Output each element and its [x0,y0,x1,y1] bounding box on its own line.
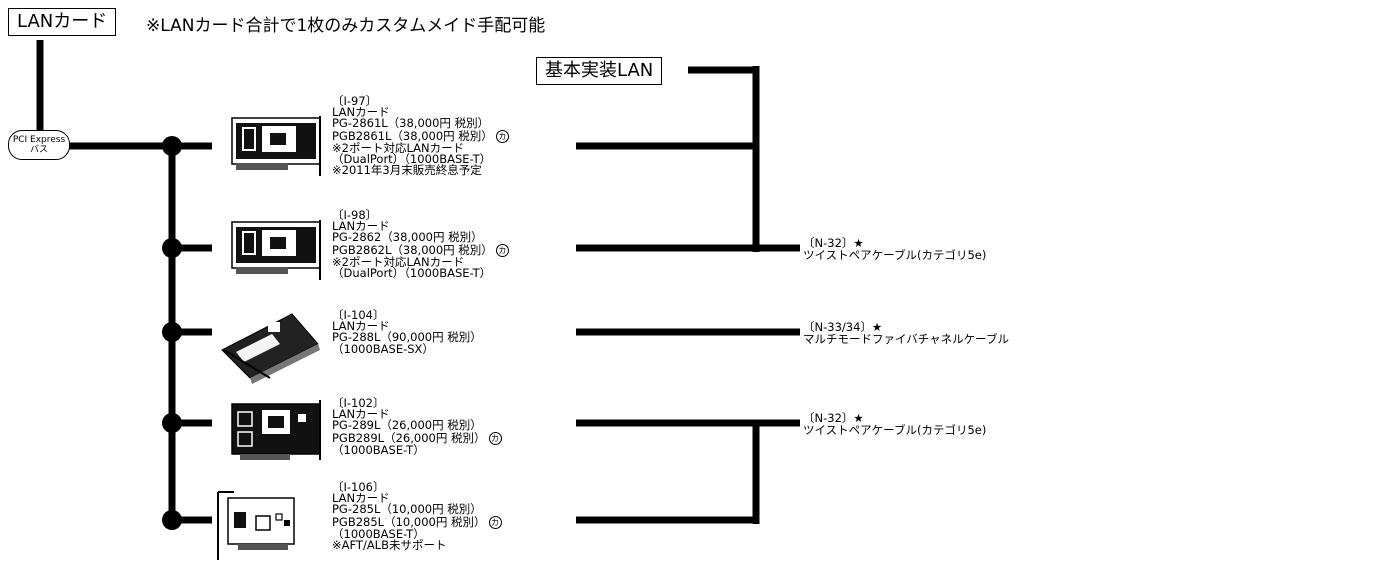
card-type: LANカード [332,407,390,422]
card-model: PG-2862（38,000円 税別） [332,230,483,245]
card-model: PGB285L（10,000円 税別） [332,514,486,529]
header-note: ※LANカード合計で1枚のみカスタムメイド手配可能 [146,16,546,36]
cable-name: マルチモードファイバチャネルケーブル [803,332,1009,346]
pci-express-bus: PCI Express バス [8,130,70,160]
cable-name: ツイストペアケーブル(カテゴリ5e) [803,423,987,437]
builtin-lan-label: 基本実装LAN [536,57,663,85]
card-text-i97: 〔I-97〕 LANカード PG-2861L（38,000円 税別） PGB28… [332,94,509,178]
card-model: PG-288L（90,000円 税別） [332,330,482,345]
card-model: PG-289L（26,000円 税別） [332,418,482,433]
card-image-i104 [221,313,320,384]
card-note: （DualPort）（1000BASE-T） [332,265,492,280]
card-note: ※AFT/ALB未サポート [332,537,447,552]
card-note: （DualPort）（1000BASE-T） [332,151,492,166]
custom-order-mark: カ [488,431,502,445]
cable-code: 〔N-33/34〕★ [803,320,883,334]
card-image-i97 [231,116,321,176]
card-code: 〔I-98〕 [332,208,378,222]
card-text-i104: 〔I-104〕 LANカード PG-288L（90,000円 税別） （1000… [332,308,482,356]
card-code: 〔I-106〕 [332,480,385,494]
cable-label-n32-top: 〔N-32〕★ ツイストペアケーブル(カテゴリ5e) [803,237,986,261]
card-model: PG-285L（10,000円 税別） [332,502,482,517]
lan-card-title: LANカード [8,8,117,36]
card-type: LANカード [332,491,390,506]
card-type: LANカード [332,219,390,234]
card-model: PG-2861L（38,000円 税別） [332,116,490,131]
card-note: （1000BASE-T） [332,442,425,457]
card-code: 〔I-102〕 [332,396,385,410]
card-model: PGB2861L（38,000円 税別） [332,128,493,143]
card-image-i98 [231,220,321,280]
card-text-i98: 〔I-98〕 LANカード PG-2862（38,000円 税別） PGB286… [332,208,509,280]
card-note: ※2ポート対応LANカード [332,254,465,269]
junction-dot [162,510,182,530]
custom-order-mark: カ [488,515,502,529]
card-code: 〔I-104〕 [332,308,385,322]
card-type: LANカード [332,105,390,120]
card-code: 〔I-97〕 [332,94,378,108]
junction-dot [162,136,182,156]
cable-name: ツイストペアケーブル(カテゴリ5e) [803,248,987,262]
card-note: （1000BASE-SX） [332,341,434,356]
card-text-i106: 〔I-106〕 LANカード PG-285L（10,000円 税別） PGB28… [332,480,502,552]
junction-dot [162,322,182,342]
cable-label-n33-34: 〔N-33/34〕★ マルチモードファイバチャネルケーブル [803,321,1009,345]
card-note: ※2ポート対応LANカード [332,140,465,155]
card-image-i106 [217,491,295,560]
card-text-i102: 〔I-102〕 LANカード PG-289L（26,000円 税別） PGB28… [332,396,502,457]
cable-code: 〔N-32〕★ [803,411,864,425]
card-note: （1000BASE-T） [332,526,425,541]
card-note: ※2011年3月末販売終息予定 [332,163,482,178]
junction-dot [162,413,182,433]
card-image-i102 [231,400,321,460]
custom-order-mark: カ [495,243,509,257]
cable-label-n32-bottom: 〔N-32〕★ ツイストペアケーブル(カテゴリ5e) [803,412,986,436]
card-type: LANカード [332,319,390,334]
junction-dot [162,238,182,258]
custom-order-mark: カ [495,129,509,143]
cable-code: 〔N-32〕★ [803,236,864,250]
card-model: PGB2862L（38,000円 税別） [332,242,493,257]
bus-line1: PCI Express [12,135,66,145]
card-model: PGB289L（26,000円 税別） [332,430,486,445]
bus-line2: バス [29,145,48,155]
